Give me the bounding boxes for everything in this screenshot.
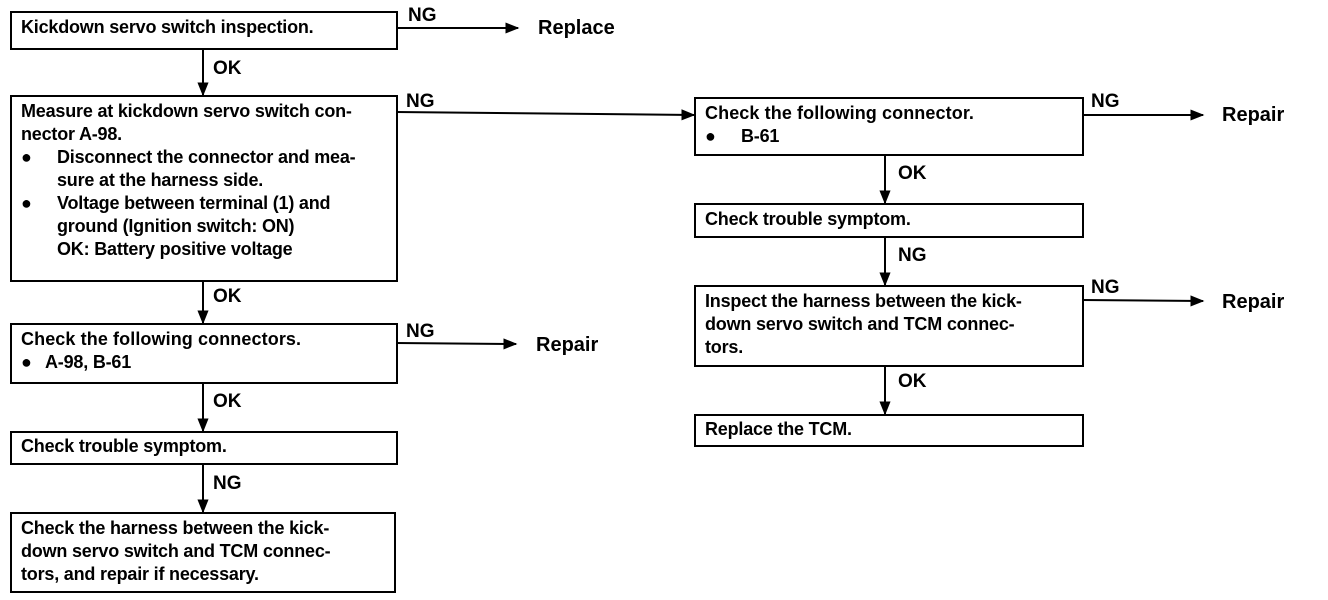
check-harness-left-box: Check the harness between the kick- down… <box>10 512 396 593</box>
box-line: Inspect the harness between the kick- <box>705 291 1022 311</box>
check-connectors-box: Check the following connectors. ● A-98, B… <box>10 323 398 384</box>
check-connector-right-box: Check the following connector. ● B-61 <box>694 97 1084 156</box>
box-text: Check trouble symptom. <box>21 436 227 456</box>
bullet-text: Voltage between terminal (1) and <box>57 193 331 213</box>
ng-label-4: NG <box>213 473 242 494</box>
box-title: Check the following connectors. <box>21 329 302 349</box>
arrow-ng-to-right <box>395 109 696 121</box>
ok-key: OK: <box>57 239 90 259</box>
bullet-item: ● Voltage between terminal (1) and <box>21 192 387 215</box>
outcome-repair-left: Repair <box>536 334 599 356</box>
box-text: Kickdown servo switch inspection. <box>21 17 314 37</box>
box-text: Check trouble symptom. <box>705 209 911 229</box>
ng-label-1: NG <box>408 5 437 26</box>
box-line: tors. <box>705 337 744 357</box>
bullet-text-cont: ground (Ignition switch: ON) <box>57 216 295 236</box>
ok-label-r1: OK <box>898 163 927 184</box>
ok-value: Battery positive voltage <box>94 239 293 259</box>
ng-label-3: NG <box>406 321 435 342</box>
bullet-text: Disconnect the connector and mea- <box>57 147 356 167</box>
box-line: nector A-98. <box>21 124 122 144</box>
arrow-ng-repair-r2 <box>1081 295 1205 307</box>
outcome-replace: Replace <box>538 17 615 39</box>
box-text: Replace the TCM. <box>705 419 852 439</box>
ng-label-2: NG <box>406 91 435 112</box>
ng-label-r1: NG <box>1091 91 1120 112</box>
kickdown-inspection-box: Kickdown servo switch inspection. <box>10 11 398 50</box>
box-line: tors, and repair if necessary. <box>21 564 259 584</box>
ng-label-r2: NG <box>898 245 927 266</box>
bullet-item: ● B-61 <box>705 125 1073 148</box>
outcome-repair-right-2: Repair <box>1222 291 1285 313</box>
ok-label-3: OK <box>213 391 242 412</box>
inspect-harness-right-box: Inspect the harness between the kick- do… <box>694 285 1084 367</box>
ng-label-r3: NG <box>1091 277 1120 298</box>
bullet-item: ● Disconnect the connector and mea- <box>21 146 387 169</box>
ok-condition: OK: Battery positive voltage <box>21 238 387 261</box>
bullet-icon: ● <box>705 126 716 146</box>
bullet-item: ● A-98, B-61 <box>21 351 387 374</box>
bullet-text: B-61 <box>741 126 780 146</box>
ok-label-1: OK <box>213 58 242 79</box>
ok-label-2: OK <box>213 286 242 307</box>
outcome-repair-right-1: Repair <box>1222 104 1285 126</box>
replace-tcm-box: Replace the TCM. <box>694 414 1084 447</box>
measure-connector-box: Measure at kickdown servo switch con- ne… <box>10 95 398 282</box>
box-line: Check the harness between the kick- <box>21 518 330 538</box>
box-title: Check the following connector. <box>705 103 975 123</box>
bullet-text-cont: sure at the harness side. <box>57 170 264 190</box>
check-symptom-left-box: Check trouble symptom. <box>10 431 398 465</box>
bullet-icon: ● <box>21 147 32 167</box>
bullet-icon: ● <box>21 352 32 372</box>
bullet-text: A-98, B-61 <box>45 352 132 372</box>
ok-label-r3: OK <box>898 371 927 392</box>
check-symptom-right-box: Check trouble symptom. <box>694 203 1084 238</box>
box-line: down servo switch and TCM connec- <box>705 314 1015 334</box>
box-line: down servo switch and TCM connec- <box>21 541 331 561</box>
bullet-icon: ● <box>21 193 32 213</box>
box-line: Measure at kickdown servo switch con- <box>21 101 352 121</box>
arrow-ng-repair-left <box>395 338 518 350</box>
